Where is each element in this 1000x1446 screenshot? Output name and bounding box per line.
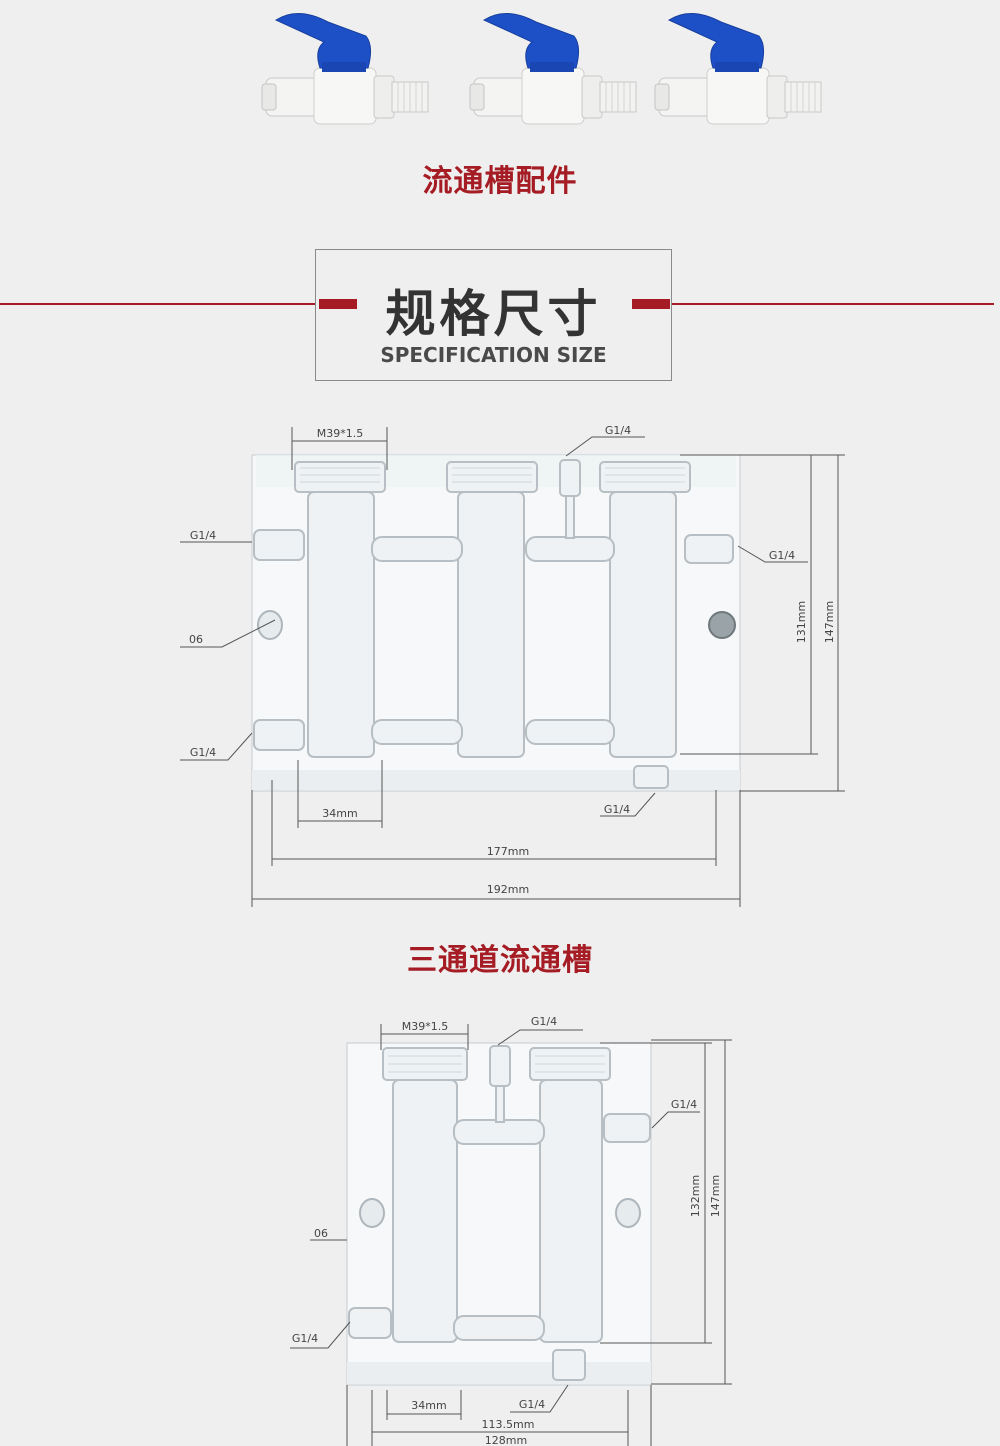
dim-spacing: 34mm bbox=[411, 1399, 446, 1412]
side-port-left-lower bbox=[348, 1307, 392, 1339]
label-port-bottom: G1/4 bbox=[519, 1398, 545, 1411]
label-port-bottom: G1/4 bbox=[604, 803, 630, 816]
dim-spacing: 34mm bbox=[322, 807, 357, 820]
thread-cap bbox=[599, 461, 691, 493]
side-port-left-lower bbox=[253, 719, 305, 751]
label-port-left-lower: G1/4 bbox=[292, 1332, 318, 1345]
bottom-port bbox=[552, 1349, 586, 1381]
dim-inner-height: 131mm bbox=[795, 601, 808, 643]
ball-valve-icon bbox=[469, 13, 637, 125]
label-port-top: G1/4 bbox=[605, 424, 631, 437]
label-port-top: G1/4 bbox=[531, 1015, 557, 1028]
dim-total-width: 192mm bbox=[487, 883, 529, 896]
mount-hole bbox=[708, 611, 736, 639]
channel-tube bbox=[457, 491, 525, 758]
spec-divider-left bbox=[0, 303, 357, 305]
channel-tube bbox=[307, 491, 375, 758]
valve-handle bbox=[482, 13, 580, 69]
three-channel-diagram: M39*1.5 G1/4 G1/4 06 G1/4 G1/4 G1/4 34mm… bbox=[180, 424, 845, 907]
valve-handle bbox=[274, 13, 372, 69]
label-thread: M39*1.5 bbox=[402, 1020, 448, 1033]
mount-hole bbox=[615, 1198, 641, 1228]
dim-inner-width: 113.5mm bbox=[482, 1418, 535, 1431]
side-port-left-upper bbox=[253, 529, 305, 561]
valve-handle bbox=[667, 13, 765, 69]
dim-inner-width: 177mm bbox=[487, 845, 529, 858]
label-port-left-lower: G1/4 bbox=[190, 746, 216, 759]
label-hole: 06 bbox=[189, 633, 203, 646]
top-port bbox=[559, 459, 581, 497]
bottom-port bbox=[633, 765, 669, 789]
thread-cap bbox=[446, 461, 538, 493]
side-port-right bbox=[603, 1113, 651, 1143]
spec-marker-left bbox=[319, 299, 357, 309]
channel-tube bbox=[392, 1079, 458, 1343]
channel-tube bbox=[539, 1079, 603, 1343]
label-port-right: G1/4 bbox=[671, 1098, 697, 1111]
dim-total-height: 147mm bbox=[709, 1175, 722, 1217]
spec-marker-right bbox=[632, 299, 670, 309]
mount-hole bbox=[257, 610, 283, 640]
channel-tube bbox=[609, 491, 677, 758]
thread-cap bbox=[294, 461, 386, 493]
label-port-right: G1/4 bbox=[769, 549, 795, 562]
mount-hole bbox=[359, 1198, 385, 1228]
ball-valve-icon bbox=[261, 13, 429, 125]
two-channel-diagram: M39*1.5 G1/4 G1/4 06 G1/4 G1/4 34mm 113.… bbox=[290, 1015, 732, 1446]
spec-title-en: SPECIFICATION SIZE bbox=[380, 343, 607, 367]
spec-title-cn: 规格尺寸 bbox=[385, 285, 602, 343]
accessories-title: 流通槽配件 bbox=[422, 164, 578, 199]
label-port-left-upper: G1/4 bbox=[190, 529, 216, 542]
spec-header-box: 规格尺寸 SPECIFICATION SIZE bbox=[315, 249, 672, 381]
label-hole: 06 bbox=[314, 1227, 328, 1240]
three-channel-caption: 三通道流通槽 bbox=[407, 943, 593, 978]
dim-total-width: 128mm bbox=[485, 1434, 527, 1446]
ball-valve-icon bbox=[654, 13, 822, 125]
top-port bbox=[489, 1045, 511, 1087]
side-port-right bbox=[684, 534, 734, 564]
spec-divider-right bbox=[672, 303, 994, 305]
dim-total-height: 147mm bbox=[823, 601, 836, 643]
dim-inner-height: 132mm bbox=[689, 1175, 702, 1217]
label-thread: M39*1.5 bbox=[317, 427, 363, 440]
